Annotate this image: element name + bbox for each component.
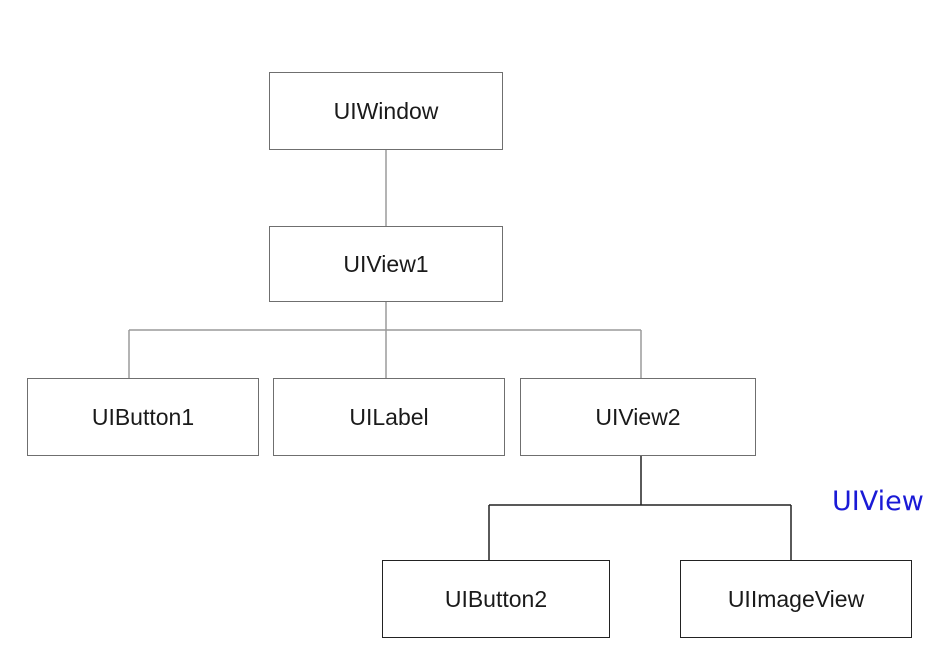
node-uiwindow: UIWindow	[269, 72, 503, 150]
node-uiview2: UIView2	[520, 378, 756, 456]
node-uibutton2: UIButton2	[382, 560, 610, 638]
node-uiview1: UIView1	[269, 226, 503, 302]
node-uilabel: UILabel	[273, 378, 505, 456]
node-uibutton1: UIButton1	[27, 378, 259, 456]
side-label-uiview: UIView	[832, 486, 924, 517]
node-uiimageview: UIImageView	[680, 560, 912, 638]
